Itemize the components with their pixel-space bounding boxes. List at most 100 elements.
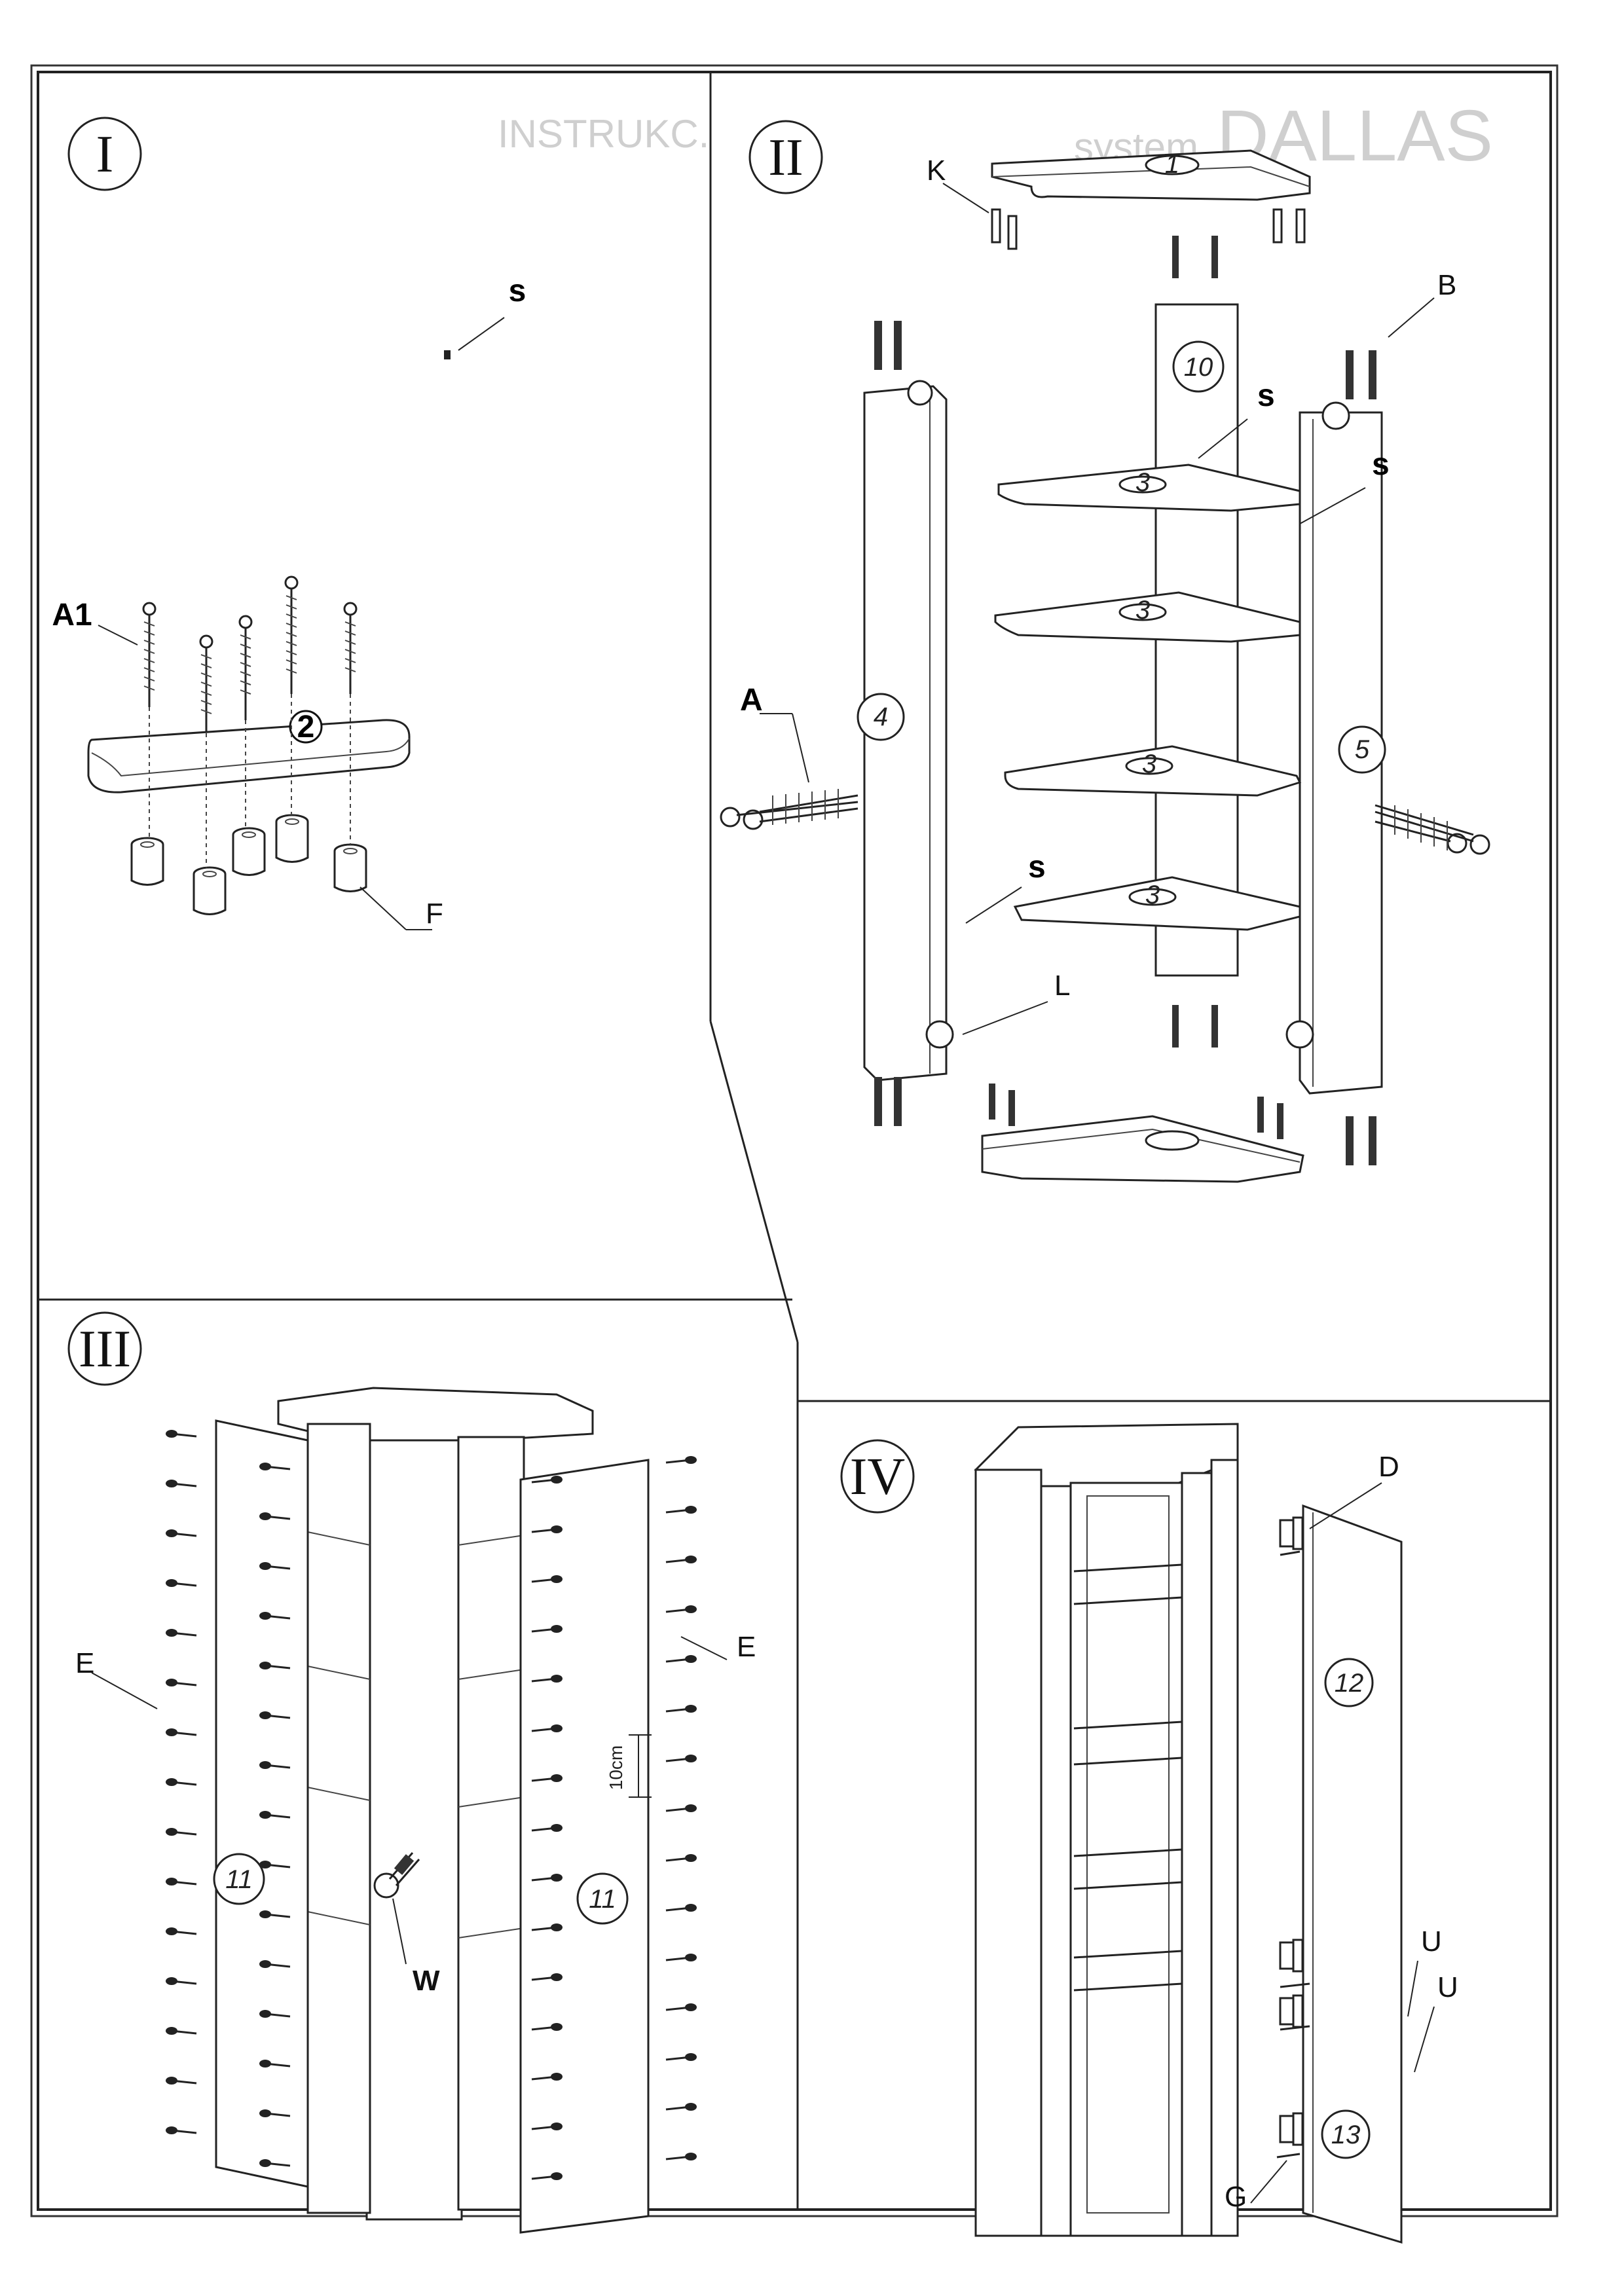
nail-e [531,1824,563,1832]
outer-frame [30,64,1559,2217]
ghost-instruction-text: INSTRUKC. [498,112,709,156]
nail-e [166,1878,197,1886]
label-d: D [1378,1451,1399,1483]
top-panel-1 [991,149,1311,201]
nail-e [531,1774,563,1782]
step-number-circle [67,1311,142,1386]
nail-e [665,1954,697,1961]
label-u-1: U [1421,1925,1442,1958]
label-f: F [426,898,443,930]
leader-f [360,886,407,930]
back-panel-11-left [215,1419,309,2188]
nail-e [531,2123,563,2130]
nail-e [665,1904,697,1912]
step-number: III [79,1321,131,1378]
nail-e [259,2010,291,2018]
label-a: A [740,683,763,718]
part-number-11-left-circle [213,1853,265,1905]
label-l: L [1054,970,1070,1002]
nail-e [531,2023,563,2031]
part-number-11-left: 11 [225,1865,253,1894]
nail-e [531,2172,563,2180]
w-connector [373,1852,420,1899]
label-g: G [1225,2181,1247,2213]
nail-e [531,1575,563,1583]
nail-e [531,1675,563,1683]
nail-e [259,1711,291,1719]
step-number: II [768,129,803,187]
nail-e [665,1854,697,1862]
nail-e [665,1506,697,1514]
nail-e [531,1625,563,1633]
part-number-13-circle [1321,2109,1371,2159]
step-4-panel: IV 12 13 [840,1423,1458,2244]
hinges [1276,1516,1310,2159]
nail-e [259,1562,291,1570]
nail-e [259,1463,291,1470]
leader-a1 [98,625,138,646]
part-number-5-circle [1338,725,1386,774]
label-s-1: s [1257,378,1275,413]
nail-e [166,1529,197,1537]
part-number-13: 13 [1331,2121,1361,2149]
nail-e [166,1579,197,1587]
nail-e [259,1910,291,1918]
nail-e [166,1828,197,1836]
nail-e [166,1728,197,1736]
a1-screws [142,575,358,733]
nail-e [166,1977,197,1985]
part-number-3: 3 [1135,468,1150,497]
label-s-3: s [1028,850,1046,884]
nail-e [665,2053,697,2061]
nails-right [531,1456,697,2180]
nail-e [531,1476,563,1484]
nail-e [531,1973,563,1981]
nail-e [531,1525,563,1533]
label-s-2: s [1372,447,1390,482]
nail-e [665,1705,697,1713]
leader-u-1 [1407,1960,1418,2017]
label-e-left: E [75,1647,94,1679]
nail-e [665,1804,697,1812]
back-panel-11-right [519,1459,650,2234]
leader-k [942,183,989,213]
label-s: s [509,274,526,308]
leader-l [962,1001,1048,1035]
part-number-10-circle [1172,340,1225,393]
label-a1: A1 [52,598,92,632]
side-panel-4 [863,321,954,1126]
dimension-10cm [629,1734,652,1798]
nail-e [665,1456,697,1464]
part-number-11-right-circle [576,1872,629,1925]
leader-g [1250,2160,1287,2204]
step-number-circle [840,1439,915,1514]
nail-e [665,1655,697,1663]
cam-screw-part [444,350,451,359]
nail-e [259,1662,291,1669]
nail-e [259,1761,291,1769]
k-connectors [991,208,1306,250]
nail-e [531,1874,563,1882]
nail-e [531,2073,563,2081]
part-number-11-right: 11 [589,1885,616,1914]
step-number-circle [748,120,823,194]
part-number-4: 4 [874,702,888,731]
inner-frame [37,71,1552,2211]
step-number: I [96,126,114,183]
nail-e [166,1629,197,1637]
label-b: B [1437,269,1456,301]
step-2-panel: II 1 K 10 B [720,120,1490,1183]
nail-e [166,2126,197,2134]
nail-e [166,1927,197,1935]
leader-e-left [91,1672,158,1709]
step-3-panel: III 11 11 E E [67,1311,756,2234]
label-k: K [927,155,946,187]
nail-e [259,1512,291,1520]
part-number-3: 3 [1142,750,1156,778]
a-screws-right [1375,804,1490,855]
part-number-12-circle [1324,1658,1374,1707]
leader-d [1309,1482,1382,1529]
nail-e [531,1724,563,1732]
part-number-2: 2 [297,710,315,744]
nail-e [665,1605,697,1613]
